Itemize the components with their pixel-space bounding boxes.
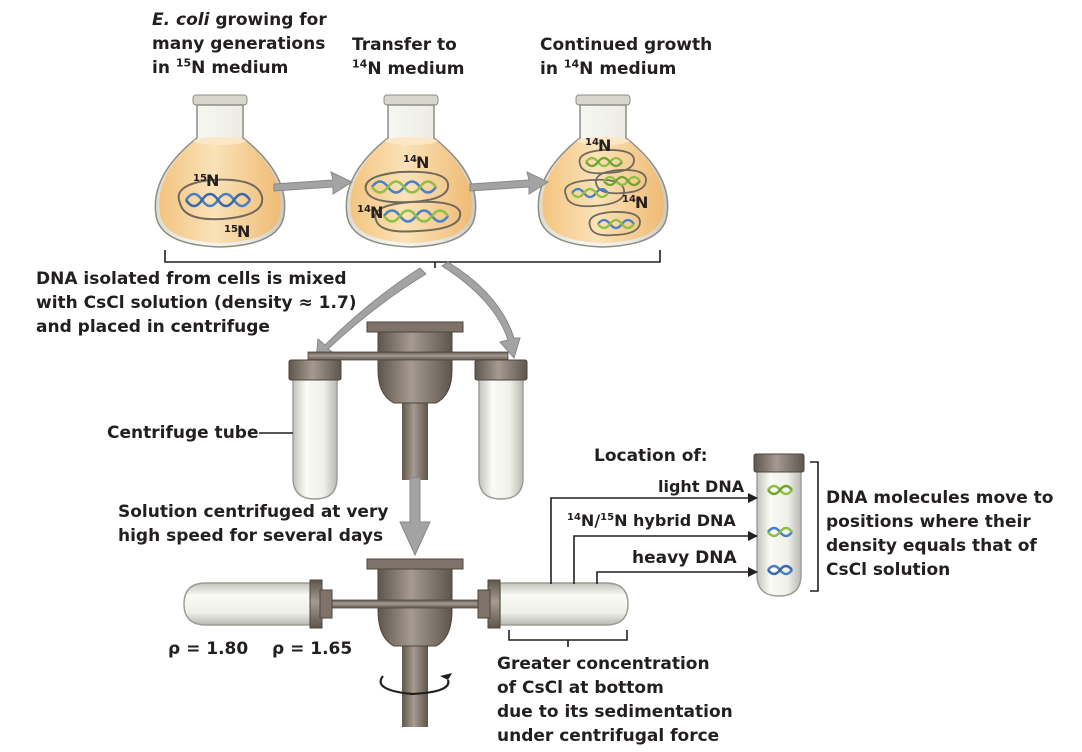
isotope-sup: 14 [622,194,636,205]
label: 14 [567,512,581,523]
sedimentation-note: Greater concentration of CsCl at bottom … [497,652,733,748]
isotope-letter: N [237,222,250,241]
caption-text: Greater concentration [497,654,710,674]
organism-name: E. coli [152,10,210,30]
caption-text: due to its sedimentation [497,702,733,722]
centrifuge-tube-label: Centrifuge tube [107,423,259,443]
rotation-arrow [379,675,450,696]
arrow-centrifuge [399,477,431,557]
isotope-sup: 15 [175,56,192,70]
caption-text: under centrifugal force [497,726,720,746]
caption-text: density equals that of [826,536,1037,556]
result-tube [753,453,805,597]
isotope-sup: 15 [224,224,238,235]
density-label-bottom: ρ = 1.80 [168,639,248,659]
caption-text: Transfer to [352,35,457,55]
flask-1-caption: E. coli growing for many generations in … [152,8,327,80]
result-note: DNA molecules move to positions where th… [826,486,1053,582]
caption-text: of CsCl at bottom [497,678,664,698]
heavy-dna-label: heavy DNA [632,548,738,568]
flask-2-caption: Transfer to 14N medium [352,33,465,81]
result-bracket [810,461,819,592]
dna-hybrid [370,180,450,223]
caption-text: high speed for several days [118,526,384,546]
flask-14n-continued [537,94,669,248]
band-heavy-dna [767,564,793,576]
isotope-sup: 14 [563,57,580,71]
isotope-labels: 15 N 15 N 14 N 14 N 14 N 14 N [193,136,648,241]
caption-text: with CsCl solution (density ≈ 1.7) [36,293,357,313]
spinning-tube-left [183,579,333,629]
band-hybrid-dna [767,526,793,538]
process-arrows [273,171,550,195]
caption-text: positions where their [826,512,1031,532]
centrifuge-tube-left [288,359,342,500]
light-dna-label: light DNA [658,477,745,496]
arrow-transfer [273,171,354,195]
spinning-tube-right [477,579,629,629]
flask-14n-transfer [345,94,477,248]
isotope-sup: 15 [193,173,207,184]
flask-3-caption: Continued growth in 14N medium [540,33,712,81]
isotope-letter: N [635,193,648,212]
flask-15n [154,94,286,248]
location-heading: Location of: [594,446,708,466]
location-leaders [550,493,758,584]
caption-text: and placed in centrifuge [36,317,270,337]
isotope-sup: 14 [357,204,371,215]
caption-text: many generations [152,34,326,54]
isotope-sup: 14 [352,57,368,71]
dna-heavy [184,192,252,208]
arrow-growth [469,171,550,195]
caption-text: CsCl solution [826,560,951,580]
centrifuge-spinning [183,558,629,727]
caption-text: N medium [579,59,677,79]
dna-light [571,156,641,230]
caption-text: in [152,58,176,78]
caption-text: growing for [209,10,327,30]
caption-text: Solution centrifuged at very [118,502,389,522]
label: N hybrid DNA [614,511,736,530]
flask-bracket [164,250,661,268]
isotope-letter: N [206,171,219,190]
isotope-sup: 14 [403,154,417,165]
caption-text: N medium [191,58,289,78]
isotope-sup: 14 [585,137,599,148]
sedimentation-bracket [508,630,628,647]
density-label-middle: ρ = 1.65 [272,639,352,659]
caption-text: DNA isolated from cells is mixed [36,269,347,289]
centrifuge-step-text: Solution centrifuged at very high speed … [118,500,388,548]
band-light-dna [767,484,793,496]
label: N/ [581,511,600,530]
isotope-letter: N [598,136,611,155]
caption-text: in [540,59,564,79]
label: 15 [600,512,614,523]
caption-text: Continued growth [540,35,713,55]
centrifuge-at-rest [288,321,528,500]
mixing-step-text: DNA isolated from cells is mixed with Cs… [36,267,357,339]
centrifuge-tube-right [474,359,528,500]
caption-text: N medium [367,59,465,79]
caption-text: DNA molecules move to [826,488,1054,508]
hybrid-dna-label: 14N/15N hybrid DNA [567,511,736,530]
isotope-letter: N [370,203,383,222]
isotope-letter: N [416,153,429,172]
